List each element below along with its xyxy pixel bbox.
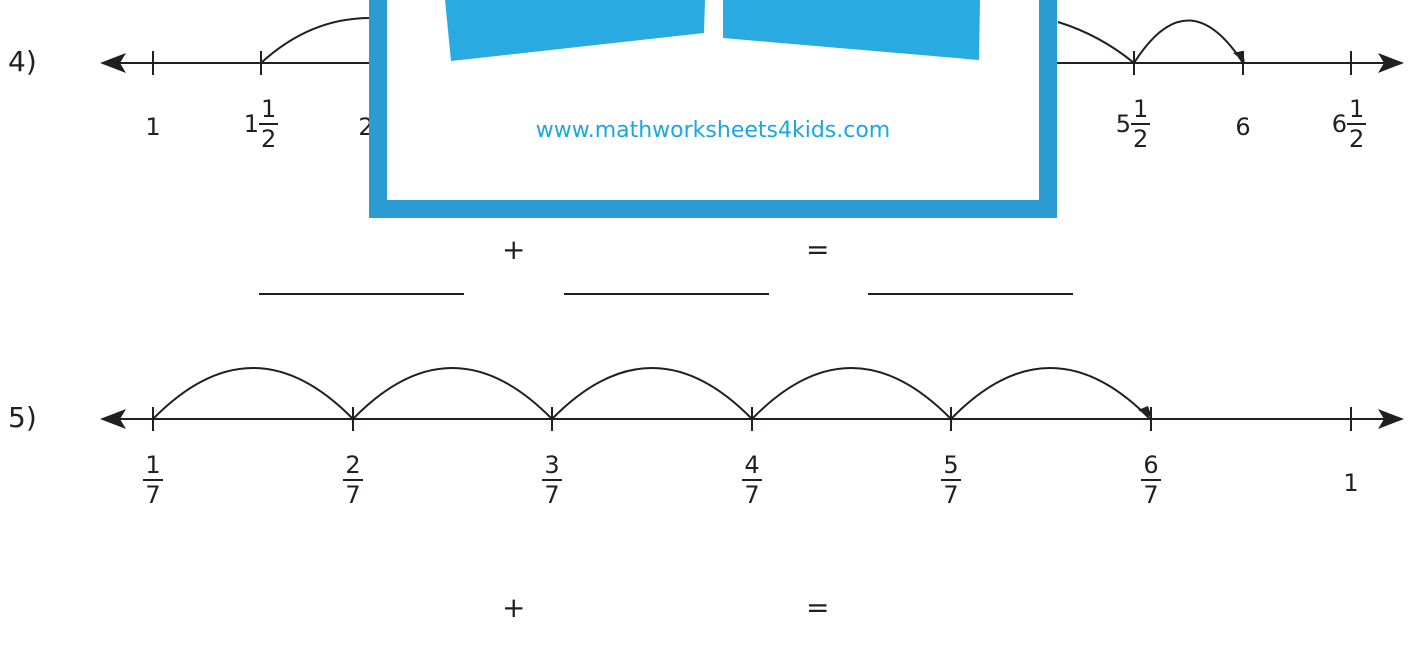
numerator: 1 <box>143 452 163 482</box>
whole-part: 5 <box>1115 110 1131 139</box>
numerator: 1 <box>1347 96 1367 126</box>
whole-part: 1 <box>243 110 259 139</box>
right-arrow-icon <box>1378 53 1404 73</box>
arrowhead-icon <box>1138 406 1152 418</box>
logo-panel-inner: www.mathworksheets4kids.com <box>387 0 1039 200</box>
denominator: 7 <box>345 481 361 510</box>
plus-sign: + <box>502 591 526 624</box>
numerator: 4 <box>742 452 762 482</box>
denominator: 7 <box>943 481 959 510</box>
numerator: 3 <box>542 452 562 482</box>
whole-part: 1 <box>145 113 161 141</box>
tick-label-4-1: 1 <box>138 114 168 139</box>
numerator: 1 <box>1131 96 1151 126</box>
answer-blank-addend-2[interactable] <box>564 293 769 295</box>
hop-arc <box>152 367 354 420</box>
denominator: 7 <box>145 481 161 510</box>
equals-sign: = <box>806 233 830 266</box>
right-arrow-icon <box>1378 409 1404 429</box>
problem-5-number: 5) <box>8 401 37 434</box>
arrowhead-icon <box>1233 51 1245 62</box>
whole-part: 6 <box>1331 110 1347 139</box>
hop-arc <box>751 367 952 420</box>
equals-sign: = <box>806 591 830 624</box>
book-right-page <box>723 0 980 60</box>
whole-part: 1 <box>1343 469 1359 497</box>
answer-blank-addend-1[interactable] <box>259 293 464 295</box>
denominator: 2 <box>1349 125 1365 154</box>
logo-panel: www.mathworksheets4kids.com <box>369 0 1057 218</box>
tick-label-4-5: 6 <box>1228 114 1258 139</box>
book-icon <box>445 0 980 61</box>
hop-arc <box>352 367 553 420</box>
answer-blank-sum[interactable] <box>868 293 1073 295</box>
denominator: 2 <box>1133 125 1149 154</box>
denominator: 2 <box>261 125 277 154</box>
website-url[interactable]: www.mathworksheets4kids.com <box>535 118 891 143</box>
numerator: 6 <box>1141 452 1161 482</box>
denominator: 7 <box>744 481 760 510</box>
denominator: 7 <box>544 481 560 510</box>
hop-arc <box>260 17 371 64</box>
hop-arc <box>950 367 1151 420</box>
whole-part: 6 <box>1235 113 1251 141</box>
hop-arc <box>551 367 753 420</box>
tick-label-5-7: 1 <box>1336 470 1366 495</box>
left-arrow-icon <box>100 53 126 73</box>
left-arrow-icon <box>100 409 126 429</box>
book-left-page <box>445 0 705 61</box>
numerator: 1 <box>259 96 279 126</box>
hop-arc <box>1133 19 1244 64</box>
hop-arc <box>1057 21 1135 64</box>
problem-4-number: 4) <box>8 45 37 78</box>
plus-sign: + <box>502 233 526 266</box>
numerator: 5 <box>941 452 961 482</box>
numerator: 2 <box>343 452 363 482</box>
denominator: 7 <box>1143 481 1159 510</box>
